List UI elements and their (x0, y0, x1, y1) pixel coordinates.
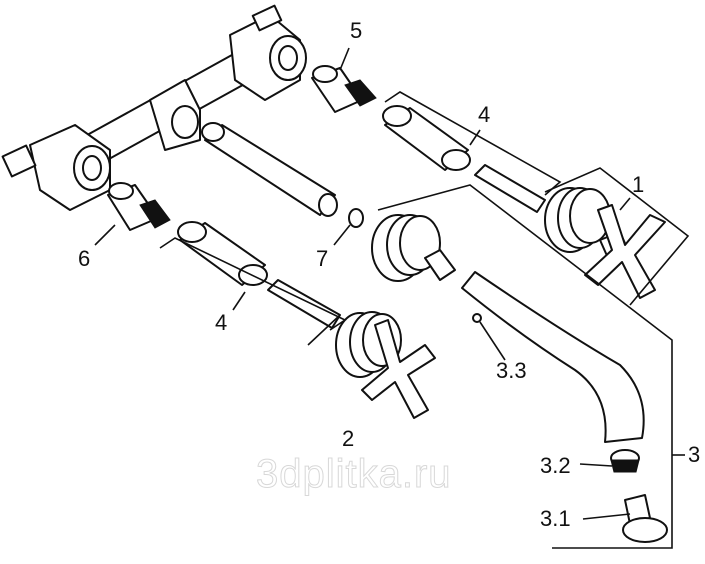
wall-body (1, 4, 307, 211)
aerator-key (622, 494, 668, 543)
label-7: 7 (316, 246, 329, 271)
spout-connector (201, 122, 338, 217)
label-6: 6 (78, 246, 91, 271)
extension-rod-top (474, 164, 546, 213)
ball-3-3 (472, 313, 482, 323)
label-4-bottom: 4 (215, 310, 228, 335)
spout (461, 271, 645, 443)
label-3-3: 3.3 (496, 358, 527, 383)
rosette-middle (371, 214, 456, 282)
cartridge-5 (311, 65, 377, 113)
watermark: 3dplitka.ru (256, 452, 452, 497)
o-ring (348, 208, 364, 228)
cross-handle-left (361, 319, 436, 419)
label-4-top: 4 (478, 102, 491, 127)
aerator (610, 449, 640, 473)
label-1: 1 (632, 172, 645, 197)
label-2: 2 (342, 426, 355, 451)
leader-lines (94, 47, 690, 549)
extension-sleeve-top (382, 105, 471, 171)
label-3-2: 3.2 (540, 453, 571, 478)
cross-handle-right (584, 204, 666, 299)
label-5: 5 (350, 18, 363, 43)
cartridge-6 (107, 182, 171, 231)
label-3-1: 3.1 (540, 506, 571, 531)
label-3: 3 (688, 442, 701, 467)
